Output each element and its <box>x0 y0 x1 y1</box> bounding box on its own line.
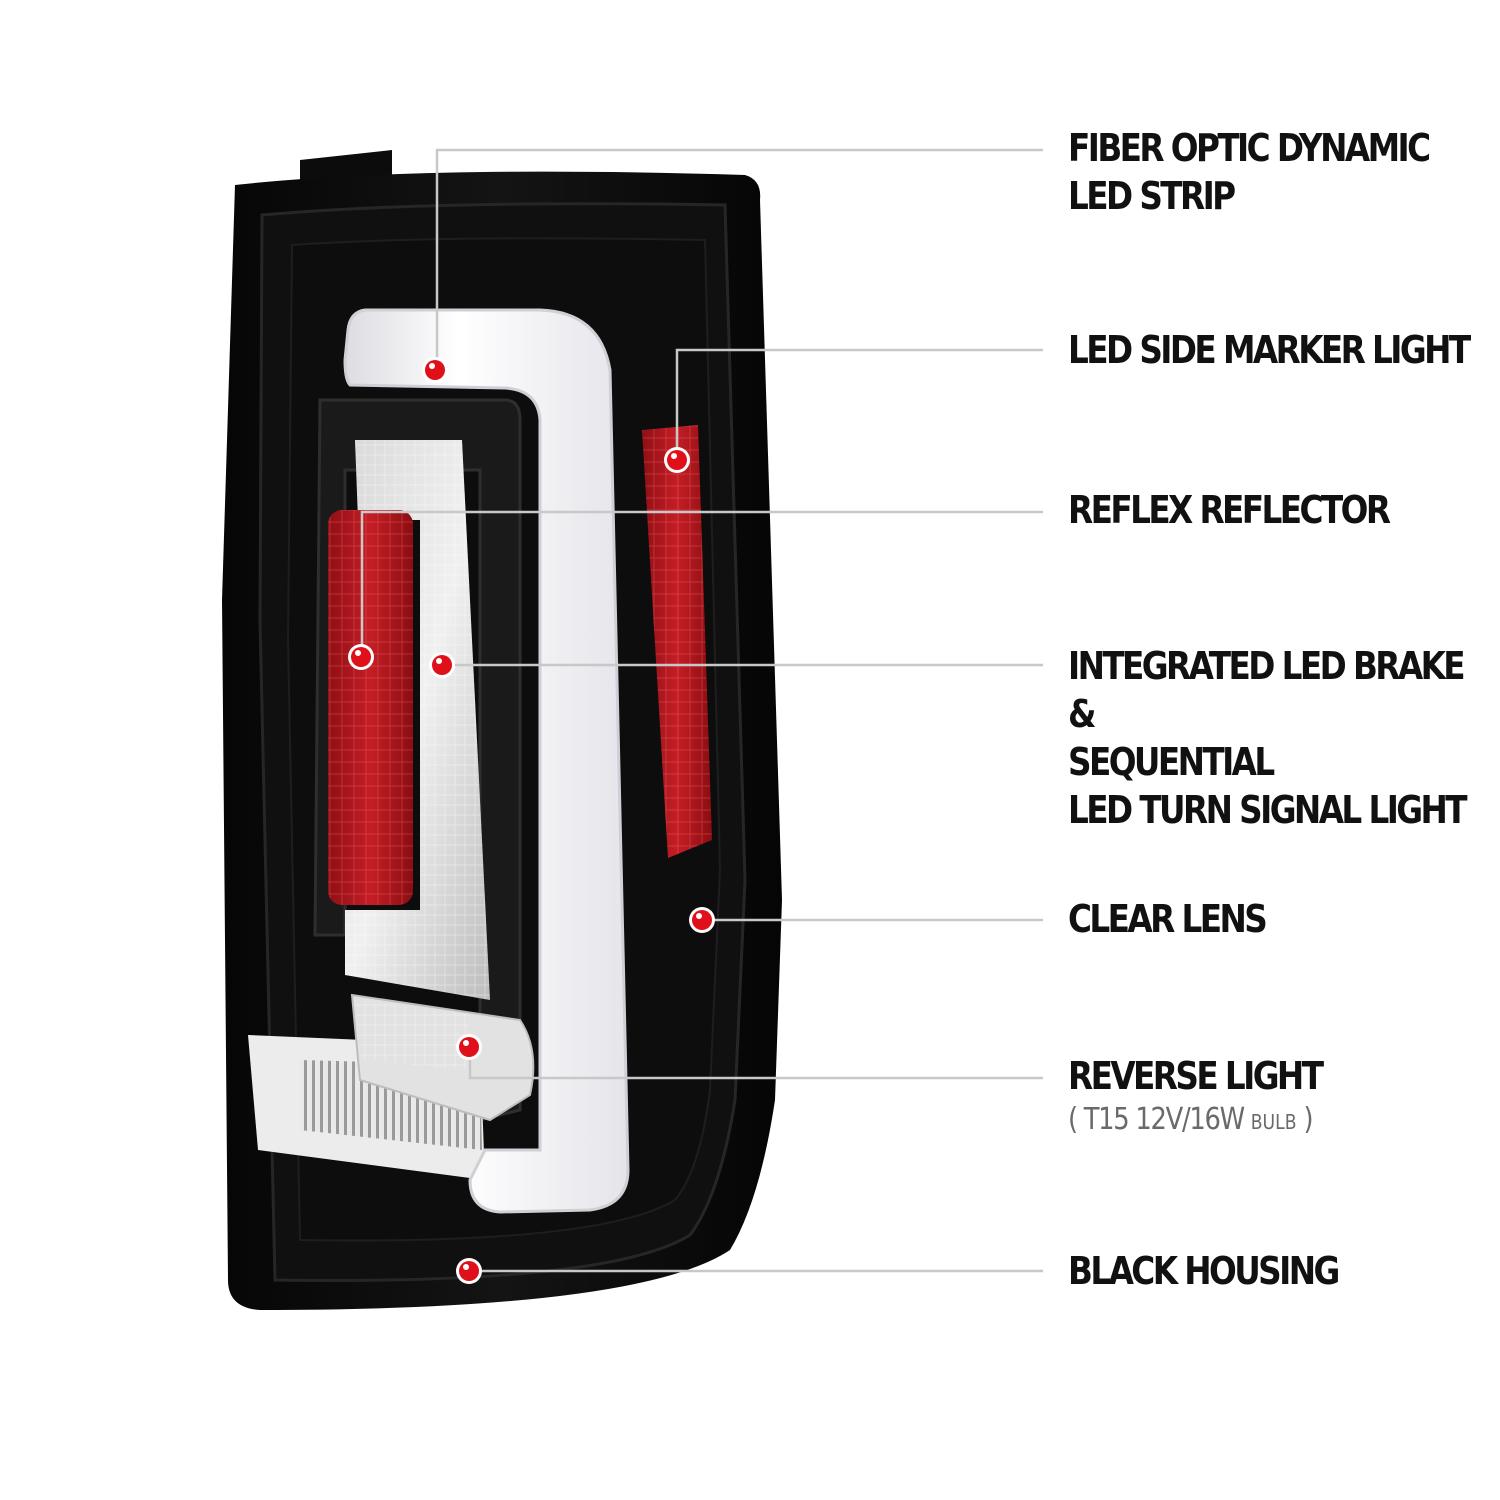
label-reflex-reflector: REFLEX REFLECTOR <box>1068 488 1391 532</box>
label-led-side-marker-light: LED SIDE MARKER LIGHT <box>1068 328 1471 372</box>
marker-dot-brake <box>429 652 455 678</box>
leader-line-fiber <box>435 148 1043 370</box>
label-integrated-led-brake: INTEGRATED LED BRAKE & SEQUENTIAL LED TU… <box>1068 644 1468 832</box>
marker-dot-fiber <box>422 357 448 383</box>
leader-line-marker <box>675 348 1043 460</box>
marker-dot-clear <box>689 907 715 933</box>
marker-dot-housing <box>456 1258 482 1284</box>
callout-markers <box>348 357 715 1284</box>
reverse-light-bulb-spec: ( T15 12V/16W BULB ) <box>1068 1102 1314 1137</box>
marker-dot-reverse <box>456 1034 482 1060</box>
leader-line-reflector <box>360 510 1043 655</box>
label-clear-lens: CLEAR LENS <box>1068 897 1268 941</box>
label-black-housing: BLACK HOUSING <box>1068 1249 1340 1293</box>
label-fiber-optic-led-strip: FIBER OPTIC DYNAMIC LED STRIP <box>1068 126 1431 218</box>
marker-dot-reflector <box>348 644 374 670</box>
marker-dot-marker <box>664 447 690 473</box>
label-reverse-light: REVERSE LIGHT <box>1068 1054 1324 1098</box>
fiber-optic-led-strip <box>343 308 630 1214</box>
